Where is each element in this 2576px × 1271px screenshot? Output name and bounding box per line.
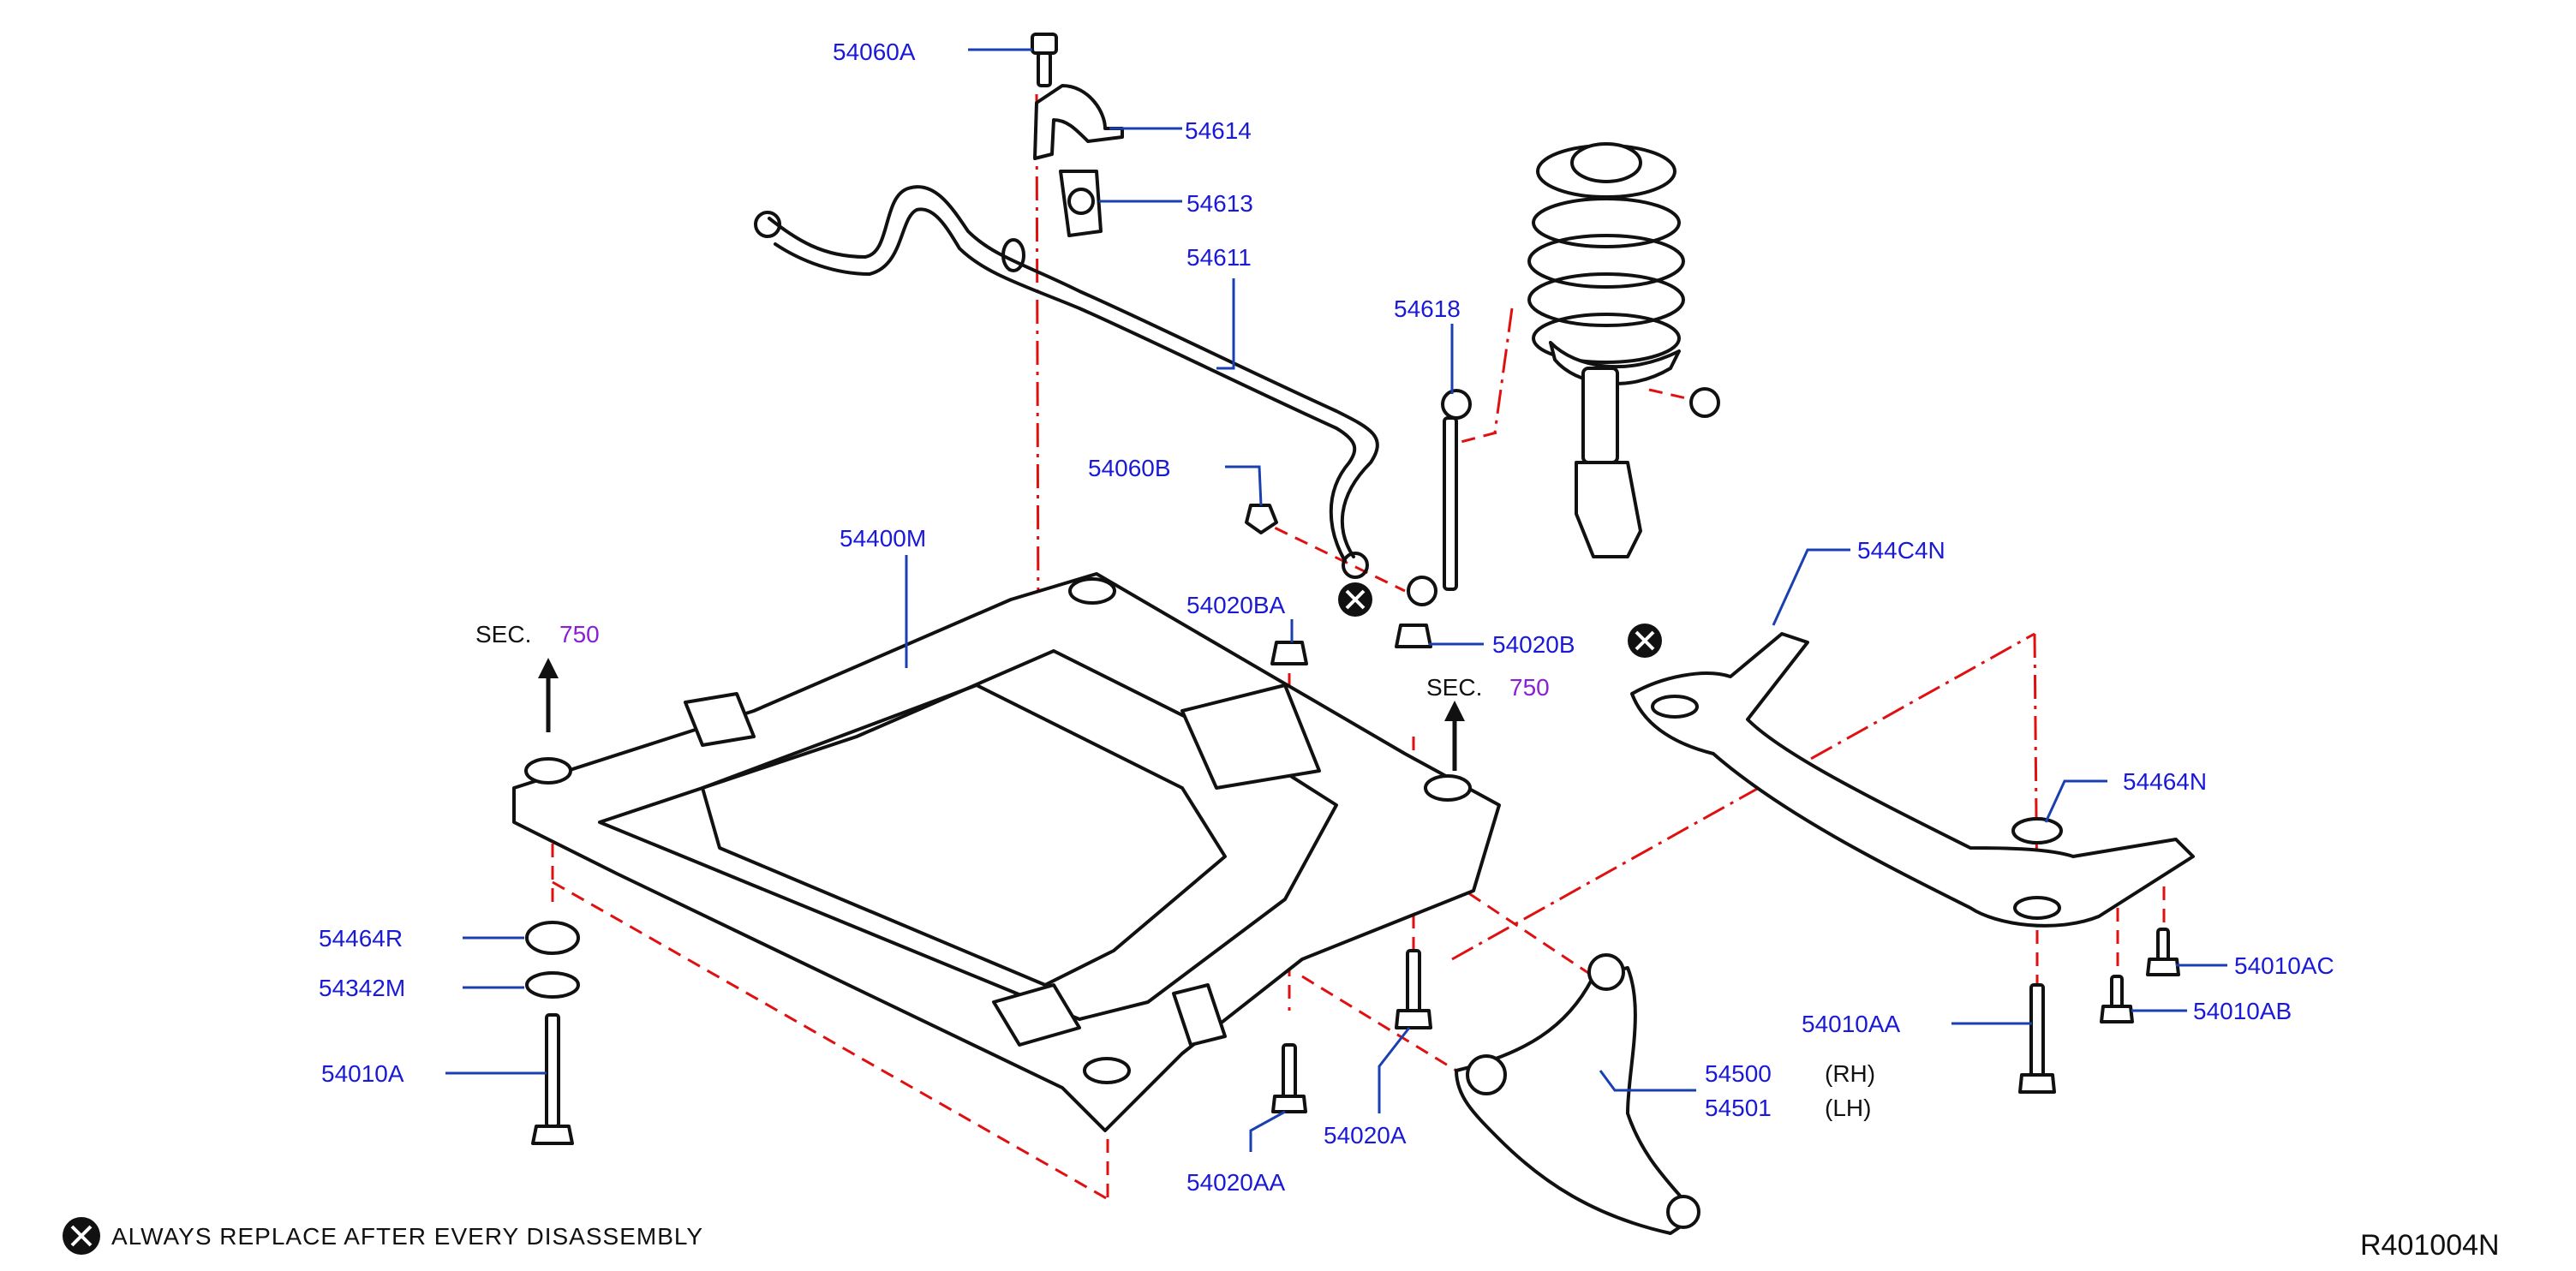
callout-54020AA: 54020AA bbox=[1186, 1169, 1286, 1196]
callout-54010AA: 54010AA bbox=[1802, 1011, 1901, 1037]
callout-54400M: 54400M bbox=[840, 525, 926, 552]
replace-markers bbox=[1338, 582, 1662, 658]
legend: ALWAYS REPLACE AFTER EVERY DISASSEMBLY bbox=[63, 1217, 703, 1255]
callout-544C4N: 544C4N bbox=[1857, 537, 1945, 564]
callout-54464R: 54464R bbox=[319, 925, 403, 952]
callout-54020B: 54020B bbox=[1492, 631, 1575, 658]
section-references: SEC. 750 SEC. 750 bbox=[475, 621, 1550, 701]
callout-54020A: 54020A bbox=[1324, 1122, 1407, 1149]
stabilizer-bar bbox=[754, 185, 1379, 579]
x-circle-icon bbox=[63, 1217, 100, 1255]
sec-ref-prefix-2: SEC. bbox=[1426, 674, 1482, 701]
label-lh: (LH) bbox=[1825, 1095, 1871, 1121]
callout-54613: 54613 bbox=[1186, 190, 1253, 217]
callout-54010A: 54010A bbox=[321, 1060, 404, 1087]
strut-assembly bbox=[1527, 142, 1720, 558]
stabilizer-bracket bbox=[1031, 33, 1124, 237]
assembly-guide-lines bbox=[551, 93, 2166, 1201]
fasteners bbox=[525, 624, 2180, 1145]
suspension-member bbox=[512, 572, 1501, 1132]
callout-54618: 54618 bbox=[1394, 295, 1461, 322]
callout-54611: 54611 bbox=[1186, 244, 1252, 271]
callout-54060A: 54060A bbox=[833, 39, 916, 65]
stabilizer-link bbox=[1245, 389, 1472, 606]
callout-54060B: 54060B bbox=[1088, 455, 1171, 481]
callout-54020BA: 54020BA bbox=[1186, 592, 1286, 618]
sec-ref-number-1[interactable]: 750 bbox=[559, 621, 600, 647]
callout-54500: 54500 bbox=[1705, 1060, 1772, 1087]
callout-54010AC: 54010AC bbox=[2234, 952, 2334, 979]
callout-labels: 54060A 54614 54613 54611 54618 54060B 54… bbox=[319, 39, 2334, 1196]
section-arrows bbox=[538, 658, 1465, 771]
legend-text: ALWAYS REPLACE AFTER EVERY DISASSEMBLY bbox=[111, 1223, 703, 1250]
callout-54464N: 54464N bbox=[2123, 768, 2207, 795]
callout-54614: 54614 bbox=[1185, 117, 1252, 144]
sec-ref-number-2[interactable]: 750 bbox=[1509, 674, 1550, 701]
callout-54501: 54501 bbox=[1705, 1095, 1772, 1121]
callout-54342M: 54342M bbox=[319, 975, 405, 1001]
label-rh: (RH) bbox=[1825, 1060, 1875, 1087]
transverse-link bbox=[1455, 953, 1700, 1235]
member-stay bbox=[1630, 632, 2195, 928]
sec-ref-prefix-1: SEC. bbox=[475, 621, 531, 647]
diagram-code: R401004N bbox=[2360, 1229, 2500, 1262]
leader-lines bbox=[445, 48, 2227, 1152]
callout-54010AB: 54010AB bbox=[2193, 998, 2292, 1024]
